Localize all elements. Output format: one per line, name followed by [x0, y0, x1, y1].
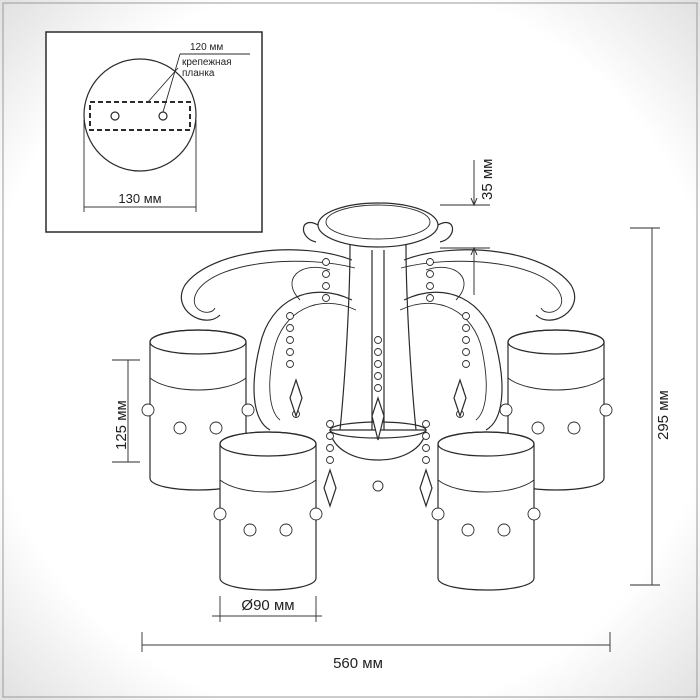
label-base-diameter: 130 мм — [118, 191, 161, 206]
label-total-height: 295 мм — [655, 390, 672, 440]
bottom-finial — [372, 480, 384, 492]
mount-hole-left — [110, 111, 120, 121]
mounting-plate — [89, 101, 191, 131]
dimension-560: 560 мм — [141, 632, 611, 672]
canopy — [317, 202, 439, 248]
label-mount-spacing: 120 мм — [190, 42, 223, 53]
arm-near-right-outer — [403, 291, 503, 431]
label-top-height: 35 мм — [479, 159, 496, 200]
base-circle — [83, 58, 197, 172]
dimension-125: 125 мм — [112, 359, 140, 463]
canopy-handle-left — [302, 222, 319, 243]
chandelier — [141, 202, 613, 591]
inset-box — [45, 31, 263, 233]
dimension-35: 35 мм — [440, 159, 496, 295]
arm-near-left-outer — [253, 291, 353, 431]
inset-mounting-detail: 120 мм крепежная планка 130 мм — [45, 31, 263, 233]
arm-near-right-inner — [399, 302, 487, 421]
leader-plate — [147, 67, 179, 103]
label-shade-diameter: Ø90 мм — [241, 597, 294, 614]
shade-front-right — [437, 431, 535, 591]
shade-front-left — [219, 431, 317, 591]
arm-near-left-inner — [269, 302, 357, 421]
crystal-drops — [289, 378, 467, 508]
canopy-rim — [325, 204, 431, 240]
arm-far-left-inner — [194, 260, 356, 313]
column-right — [405, 244, 417, 431]
label-plate-line2: планка — [182, 68, 215, 79]
curl-right — [425, 266, 465, 301]
column-left — [339, 244, 351, 431]
label-total-width: 560 мм — [333, 655, 383, 672]
dimension-90: Ø90 мм — [212, 596, 322, 622]
arm-far-right-inner — [400, 260, 562, 313]
leader-120 — [162, 53, 181, 113]
shade-pendants — [141, 403, 613, 537]
label-shade-height: 125 мм — [113, 400, 130, 450]
curl-left — [291, 266, 331, 301]
dimension-295: 295 мм — [630, 227, 672, 586]
label-plate-line1: крепежная — [182, 57, 232, 68]
arm-far-right-outer — [403, 249, 576, 321]
canopy-handle-right — [437, 222, 454, 243]
arm-far-left-outer — [180, 249, 353, 321]
